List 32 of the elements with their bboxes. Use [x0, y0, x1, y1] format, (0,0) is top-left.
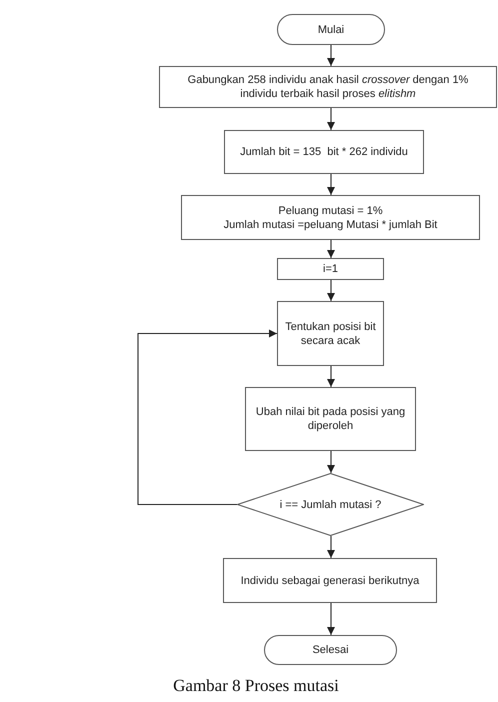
arrow	[327, 536, 335, 558]
step-text: Mulai	[318, 22, 344, 36]
step-text: i=1	[323, 262, 338, 276]
step-text: Tentukan posisi bit secara acak	[284, 320, 377, 348]
arrow	[327, 108, 335, 130]
process-box	[277, 258, 384, 280]
arrow	[327, 602, 335, 636]
arrow	[327, 240, 335, 258]
process-box	[181, 195, 480, 240]
terminal-pill	[264, 635, 397, 665]
arrow	[327, 450, 335, 474]
figure-caption: Gambar 8 Proses mutasi	[172, 676, 339, 696]
step-text: Selesai	[312, 643, 349, 657]
step-text: Ubah nilai bit pada posisi yang diperoleh	[254, 405, 406, 433]
arrow	[327, 280, 335, 302]
step-text: Peluang mutasi = 1%	[278, 204, 383, 218]
step-text: Gabungkan 258 individu anak hasil crossover dengan 1% individu terbaik hasil proses elitishm	[186, 73, 470, 101]
decision-diamond	[237, 473, 424, 536]
step-text: i == Jumlah mutasi ?	[280, 498, 382, 512]
step-text: Jumlah bit = 135 bit * 262 individu	[240, 145, 408, 159]
arrow	[327, 44, 335, 66]
process-box	[223, 558, 437, 603]
process-box	[224, 130, 424, 174]
process-box	[159, 66, 497, 108]
step-text: Individu sebagai generasi berikutnya	[240, 574, 420, 588]
arrow	[327, 366, 335, 388]
arrow	[327, 174, 335, 196]
process-box	[277, 301, 384, 366]
process-box	[245, 387, 416, 451]
step-text: Jumlah mutasi =peluang Mutasi * jumlah Bit	[224, 218, 438, 232]
arrow	[138, 330, 278, 505]
terminal-pill	[277, 14, 385, 45]
